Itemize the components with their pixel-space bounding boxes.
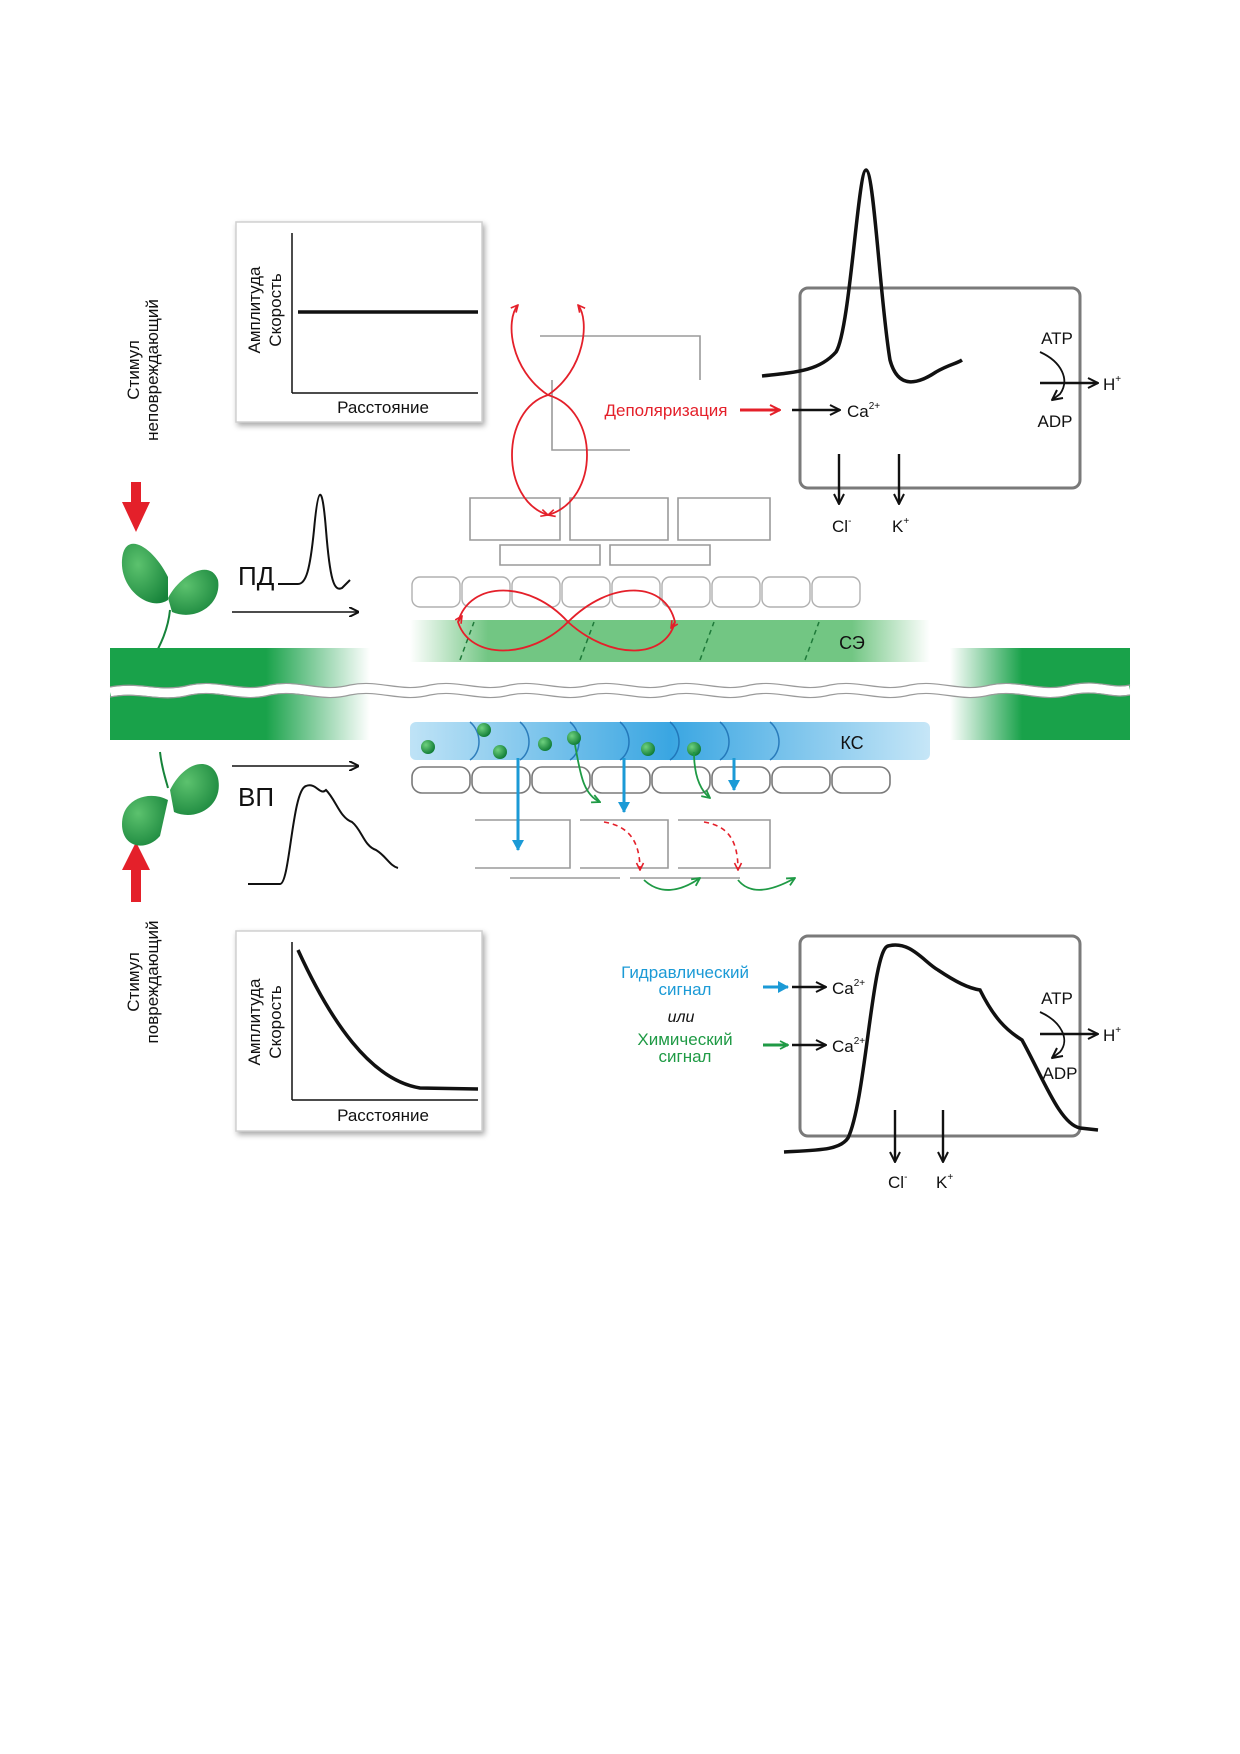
top-stimulus-label-line1: Стимул [124, 340, 143, 399]
ca-ion-label-chemical: Ca2+ [832, 1036, 865, 1056]
cl-ion-label: Cl- [832, 516, 851, 536]
or-label: или [668, 1009, 695, 1026]
action-potential-curve [761, 168, 963, 384]
variation-potential-ion-box: Гидравлический сигнал или Химический сиг… [621, 934, 1121, 1192]
vp-label: ВП [238, 782, 274, 812]
stimulus-arrow-down [122, 482, 150, 532]
action-potential-trace [278, 493, 351, 590]
y-axis-label-amplitude: Амплитуда [245, 266, 264, 353]
k-ion-label: K+ [936, 1172, 953, 1192]
cl-ion-label: Cl- [888, 1172, 907, 1192]
variation-potential-trace [248, 784, 399, 885]
bottom-stimulus-label-line1: Стимул [124, 952, 143, 1011]
hydraulic-signal-label-line2: сигнал [659, 980, 712, 999]
se-label: СЭ [839, 633, 865, 653]
stimulus-arrow-up [122, 842, 150, 902]
h-ion-label: H+ [1103, 374, 1121, 394]
chemical-signal-label-line2: сигнал [659, 1047, 712, 1066]
xylem-vessel-tissue: КС [410, 721, 930, 891]
x-axis-label: Расстояние [337, 398, 429, 417]
chemical-signal-label-line1: Химический [637, 1030, 732, 1049]
ks-label: КС [840, 733, 863, 753]
x-axis-label: Расстояние [337, 1106, 429, 1125]
seedling-top-icon [121, 543, 219, 661]
amplitude-constant-plot: Амплитуда Скорость Расстояние [235, 221, 483, 423]
bottom-stimulus-label-line2: повреждающий [143, 921, 162, 1044]
sieve-element-tissue: СЭ [410, 305, 930, 662]
k-ion-label: K+ [892, 516, 909, 536]
adp-label: ADP [1038, 412, 1073, 431]
variation-potential-curve [783, 943, 1099, 1154]
amplitude-decay-plot: Амплитуда Скорость Расстояние [235, 930, 483, 1132]
seedling-bottom-icon [122, 751, 219, 846]
y-axis-label-amplitude: Амплитуда [245, 978, 264, 1065]
atp-label: ATP [1041, 989, 1073, 1008]
adp-label: ADP [1043, 1064, 1078, 1083]
ca-ion-label: Ca2+ [847, 401, 880, 421]
pd-label: ПД [238, 561, 275, 591]
hydraulic-signal-label-line1: Гидравлический [621, 963, 749, 982]
atp-hydrolysis-arrow [1039, 351, 1066, 400]
h-ion-label: H+ [1103, 1025, 1121, 1045]
decay-curve [296, 949, 479, 1091]
action-potential-ion-box: Деполяризация Ca2+ ATP ADP H+ Cl- K+ [604, 168, 1121, 536]
y-axis-label-speed: Скорость [266, 273, 285, 347]
top-stimulus-label-line2: неповреждающий [143, 299, 162, 441]
depolarization-label: Деполяризация [604, 401, 727, 420]
ca-ion-label-hydraulic: Ca2+ [832, 978, 865, 998]
atp-label: ATP [1041, 329, 1073, 348]
plant-stem [109, 648, 1131, 740]
y-axis-label-speed: Скорость [266, 985, 285, 1059]
